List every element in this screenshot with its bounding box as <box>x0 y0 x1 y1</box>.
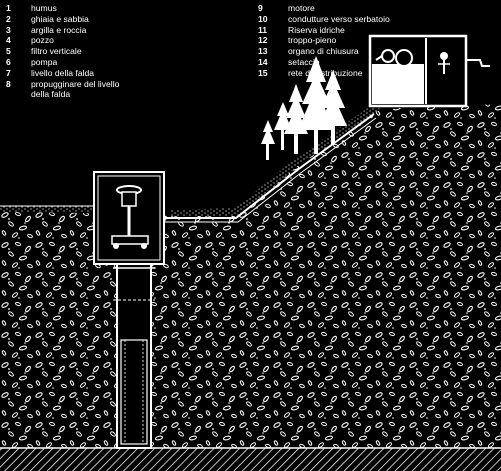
legend-number: 15 <box>258 67 268 78</box>
legend-label: livello della falda <box>31 67 95 78</box>
legend-label: pompa <box>31 56 58 67</box>
legend-item: 8 propugginare del livello della falda <box>6 79 119 101</box>
legend-number: 9 <box>258 3 263 13</box>
legend-item: 11 Riserva idriche <box>258 25 390 36</box>
legend-number: 11 <box>258 24 268 35</box>
legend-label: organo di chiusura <box>288 46 359 57</box>
legend-label: troppo-pieno <box>288 35 337 46</box>
pump-icon <box>111 185 149 249</box>
legend-label: propugginare del livello della falda <box>31 78 120 100</box>
tree-icon <box>319 70 347 144</box>
legend-item: 12 troppo-pieno <box>258 35 390 46</box>
legend-label: humus <box>31 3 57 13</box>
legend-item: 3 argilla e roccia <box>6 25 119 36</box>
legend-item: 1 humus <box>6 3 119 14</box>
tree-icon <box>298 56 334 154</box>
legend-number: 12 <box>258 35 268 46</box>
legend-label: pozzo <box>31 35 54 46</box>
legend-item: 15 rete di distribuzione <box>258 68 390 79</box>
legend-item: 9 motore <box>258 3 390 14</box>
legend-item: 10 condutture verso serbatoio <box>258 14 390 25</box>
legend-item: 13 organo di chiusura <box>258 46 390 57</box>
valve-icon <box>438 52 450 74</box>
legend-label: filtro verticale <box>31 46 82 57</box>
legend-item: 4 pozzo <box>6 35 119 46</box>
legend-item: 6 pompa <box>6 57 119 68</box>
legend-number: 13 <box>258 46 268 57</box>
legend-label: argilla e roccia <box>31 24 87 35</box>
legend-number: 7 <box>6 67 11 78</box>
legend-item: 14 setaccio <box>258 57 390 68</box>
gravel-layer <box>0 104 501 450</box>
legend-number: 4 <box>6 35 11 46</box>
tree-icon <box>284 84 308 154</box>
legend-number: 10 <box>258 13 268 24</box>
legend-number: 2 <box>6 13 11 24</box>
legend-number: 8 <box>6 78 11 89</box>
tree-icon <box>274 102 292 150</box>
legend-number: 6 <box>6 56 11 67</box>
pump-house <box>93 171 165 265</box>
legend-label: setaccio <box>288 56 320 67</box>
legend-number: 5 <box>6 46 11 57</box>
legend-item: 5 filtro verticale <box>6 46 119 57</box>
legend-label: condutture verso serbatoio <box>288 13 390 24</box>
legend-item: 2 ghiaia e sabbia <box>6 14 119 25</box>
supply-pipe <box>150 113 375 219</box>
legend-right: 9 motore 10 condutture verso serbatoio 11 Ris… <box>258 3 390 79</box>
distribution-pipe <box>466 59 490 67</box>
motor-icon <box>375 49 413 67</box>
tree-icon <box>261 120 275 160</box>
legend-label: Riserva idriche <box>288 24 345 35</box>
legend-label: ghiaia e sabbia <box>31 13 89 24</box>
bedrock-layer <box>0 448 501 471</box>
legend-label: motore <box>288 3 315 13</box>
humus-layer <box>0 206 100 212</box>
legend-number: 1 <box>6 3 11 13</box>
legend-item: 7 livello della falda <box>6 68 119 79</box>
legend-number: 3 <box>6 24 11 35</box>
legend-number: 14 <box>258 56 268 67</box>
legend-label: rete di distribuzione <box>288 67 363 78</box>
